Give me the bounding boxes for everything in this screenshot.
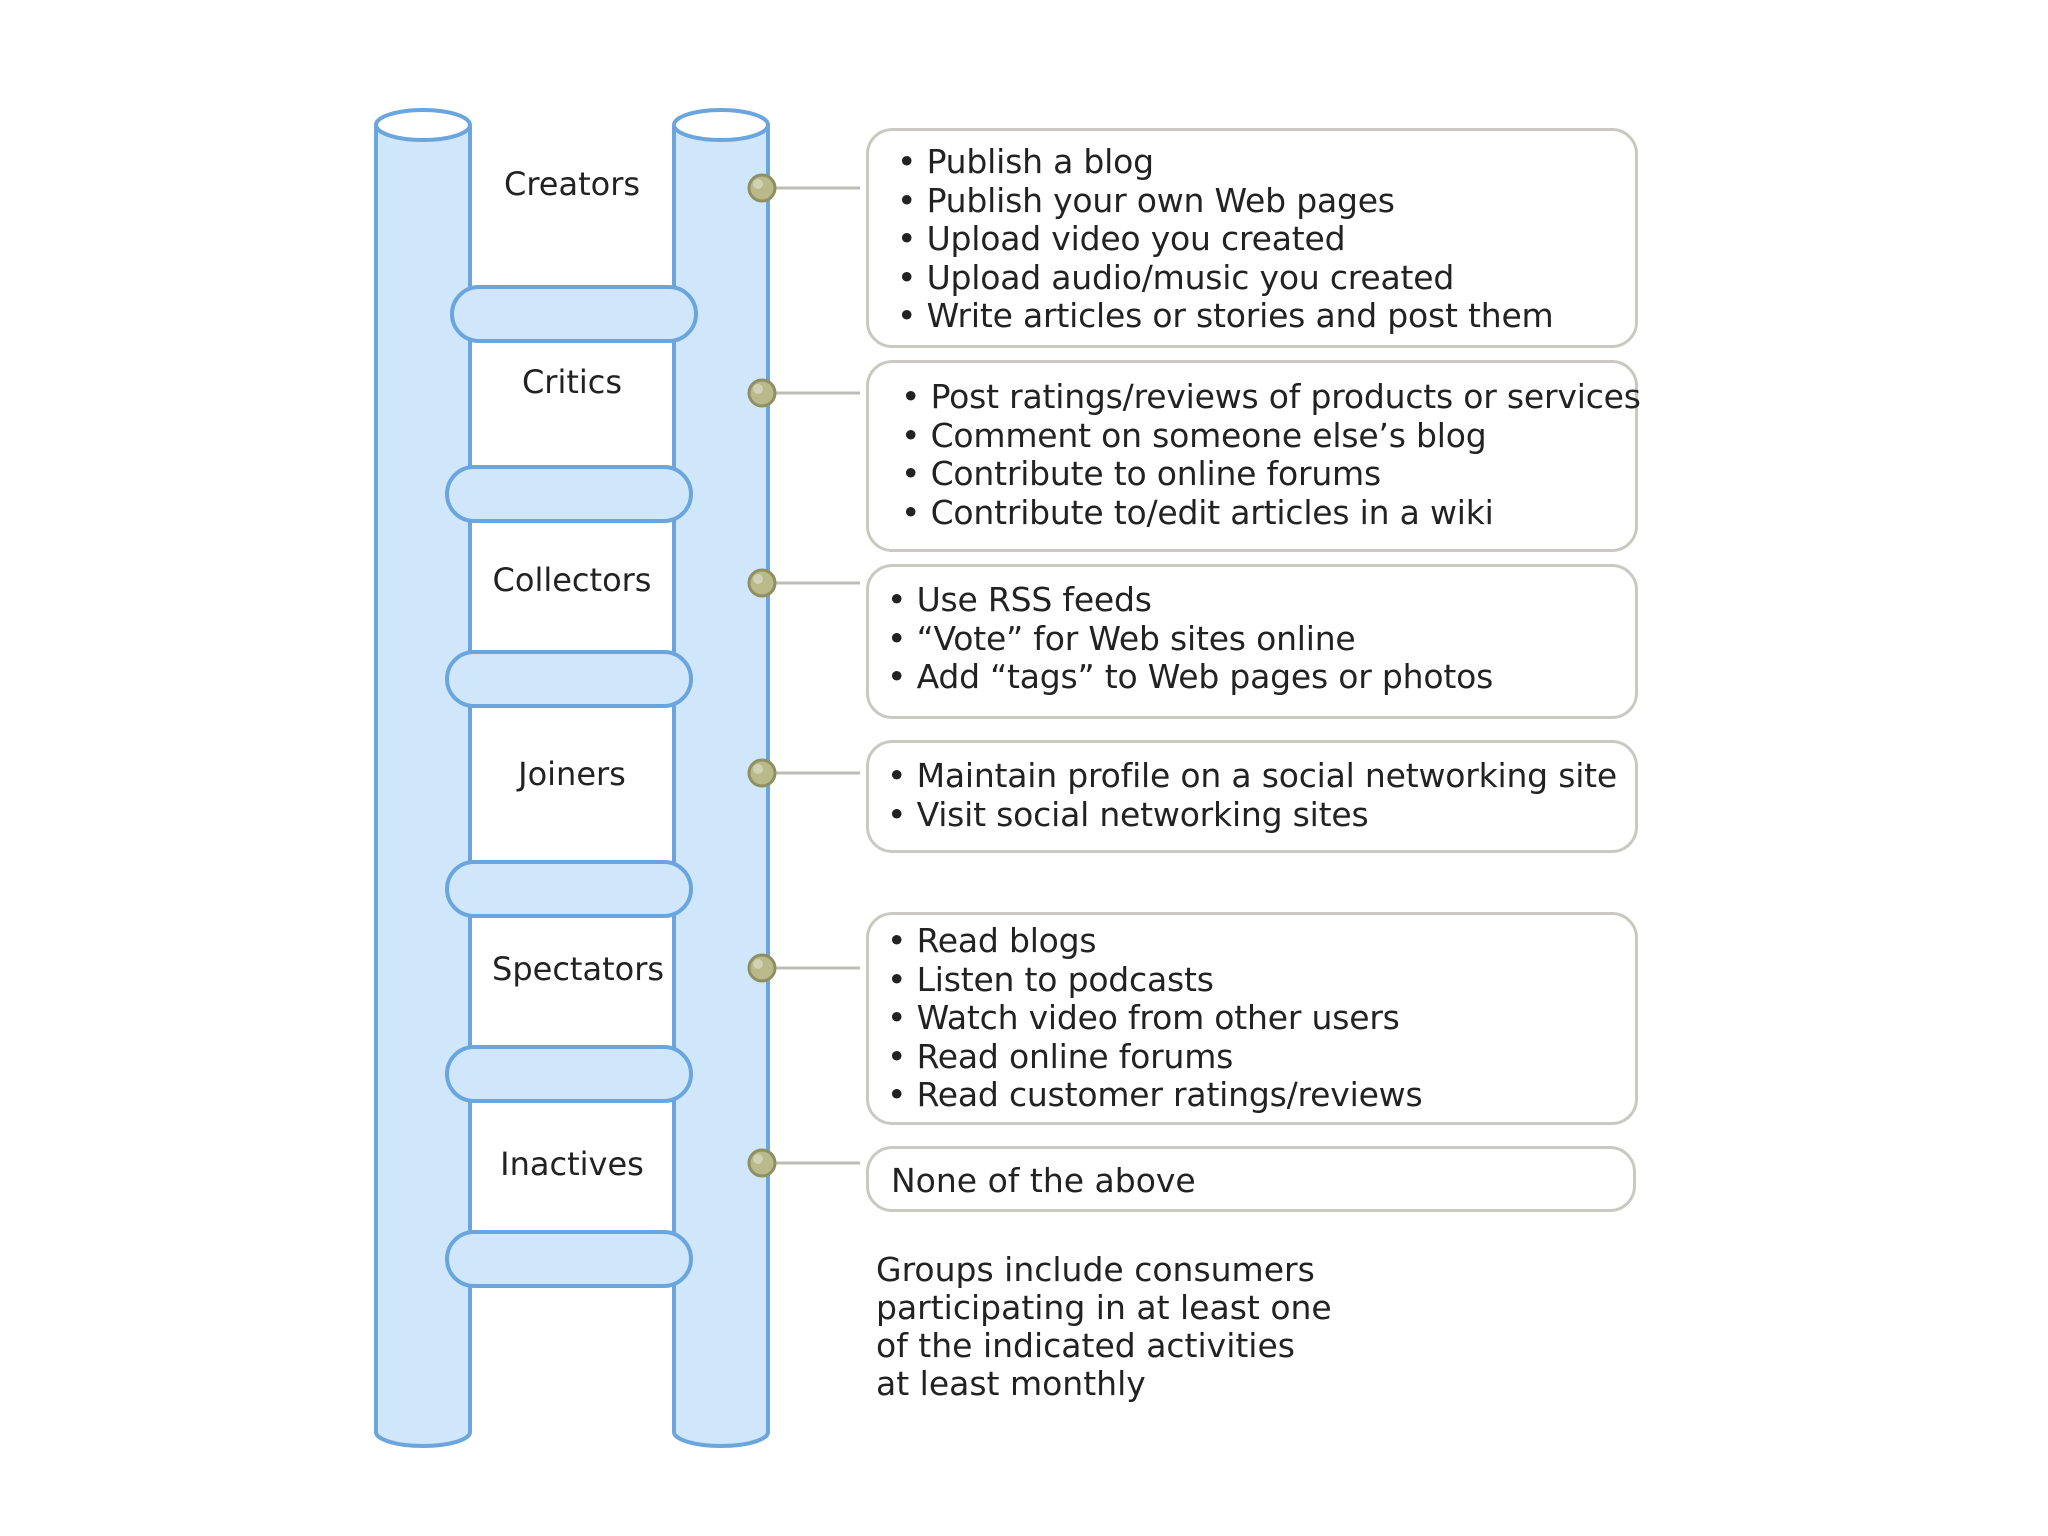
left-rail xyxy=(374,108,472,1448)
rung-1 xyxy=(450,285,698,343)
activity-item: Comment on someone else’s blog xyxy=(901,416,1635,456)
group-label-creators: Creators xyxy=(503,165,641,203)
panel-creators xyxy=(472,132,672,285)
activity-item: Upload audio/music you created xyxy=(897,258,1635,298)
activity-box-spectators: Read blogs Listen to podcasts Watch vide… xyxy=(866,912,1638,1125)
activity-list-joiners: Maintain profile on a social networking … xyxy=(887,756,1635,835)
activity-item: Publish your own Web pages xyxy=(897,181,1635,221)
panel-critics xyxy=(472,345,672,465)
connector-dot-highlight-inactives xyxy=(753,1154,763,1164)
panel-spectators xyxy=(472,920,672,1045)
connector-dot-highlight-joiners xyxy=(753,764,763,774)
activity-item: Contribute to online forums xyxy=(901,454,1635,494)
activity-item: Read online forums xyxy=(887,1037,1635,1077)
activity-item: Read customer ratings/reviews xyxy=(887,1075,1635,1115)
activity-item: Contribute to/edit articles in a wiki xyxy=(901,493,1635,533)
right-rail-top xyxy=(672,108,770,142)
rung-panels xyxy=(472,132,672,1230)
connector-dot-highlight-collectors xyxy=(753,574,763,584)
activity-list-creators: Publish a blog Publish your own Web page… xyxy=(897,142,1635,336)
rung-5 xyxy=(445,1045,693,1103)
rung-4 xyxy=(445,860,693,918)
activity-item: “Vote” for Web sites online xyxy=(887,619,1635,659)
activity-box-joiners: Maintain profile on a social networking … xyxy=(866,740,1638,853)
footnote: Groups include consumers participating i… xyxy=(876,1250,1332,1403)
panel-joiners xyxy=(472,710,672,860)
ladder-rungs xyxy=(445,285,698,1288)
rung-6 xyxy=(445,1230,693,1288)
activity-item: Publish a blog xyxy=(897,142,1635,182)
rung-3 xyxy=(445,650,693,708)
group-label-collectors: Collectors xyxy=(492,561,652,599)
connector-dot-collectors xyxy=(747,568,777,598)
connector-lines xyxy=(760,186,860,1165)
activity-item: Read blogs xyxy=(887,921,1635,961)
activity-text-inactives: None of the above xyxy=(891,1161,1196,1200)
connector-dot-inactives xyxy=(747,1148,777,1178)
connector-dot-highlight-creators xyxy=(753,179,763,189)
activity-item: Post ratings/reviews of products or serv… xyxy=(901,377,1641,417)
activity-item: Use RSS feeds xyxy=(887,580,1635,620)
panel-inactives xyxy=(472,1105,672,1230)
activity-box-inactives: None of the above xyxy=(866,1146,1636,1212)
activity-list-critics: Post ratings/reviews of products or serv… xyxy=(901,377,1641,533)
activity-box-creators: Publish a blog Publish your own Web page… xyxy=(866,128,1638,348)
activity-item: Add “tags” to Web pages or photos xyxy=(887,657,1635,697)
connector-dot-spectators xyxy=(747,953,777,983)
group-label-spectators: Spectators xyxy=(492,950,665,988)
activity-item: Listen to podcasts xyxy=(887,960,1635,1000)
activity-list-collectors: Use RSS feeds “Vote” for Web sites onlin… xyxy=(887,580,1635,697)
connector-dot-highlight-spectators xyxy=(753,959,763,969)
activity-box-collectors: Use RSS feeds “Vote” for Web sites onlin… xyxy=(866,564,1638,719)
connector-dot-joiners xyxy=(747,758,777,788)
panel-collectors xyxy=(472,525,672,650)
activity-item: Maintain profile on a social networking … xyxy=(887,756,1635,796)
right-rail xyxy=(672,108,770,1448)
activity-list-spectators: Read blogs Listen to podcasts Watch vide… xyxy=(887,921,1635,1115)
connector-dot-critics xyxy=(747,378,777,408)
activity-item: Write articles or stories and post them xyxy=(897,296,1635,336)
group-label-joiners: Joiners xyxy=(518,755,626,793)
connector-dot-creators xyxy=(747,173,777,203)
left-rail-top xyxy=(374,108,472,142)
left-rail-body xyxy=(374,125,472,1448)
activity-item: Visit social networking sites xyxy=(887,795,1635,835)
right-rail-body xyxy=(672,125,770,1448)
group-label-critics: Critics xyxy=(521,363,623,401)
group-label-inactives: Inactives xyxy=(500,1145,644,1183)
activity-item: Watch video from other users xyxy=(887,998,1635,1038)
rung-2 xyxy=(445,465,693,523)
connector-dot-highlight-critics xyxy=(753,384,763,394)
connector-dots xyxy=(747,173,777,1178)
activity-item: Upload video you created xyxy=(897,219,1635,259)
activity-box-critics: Post ratings/reviews of products or serv… xyxy=(866,360,1641,552)
